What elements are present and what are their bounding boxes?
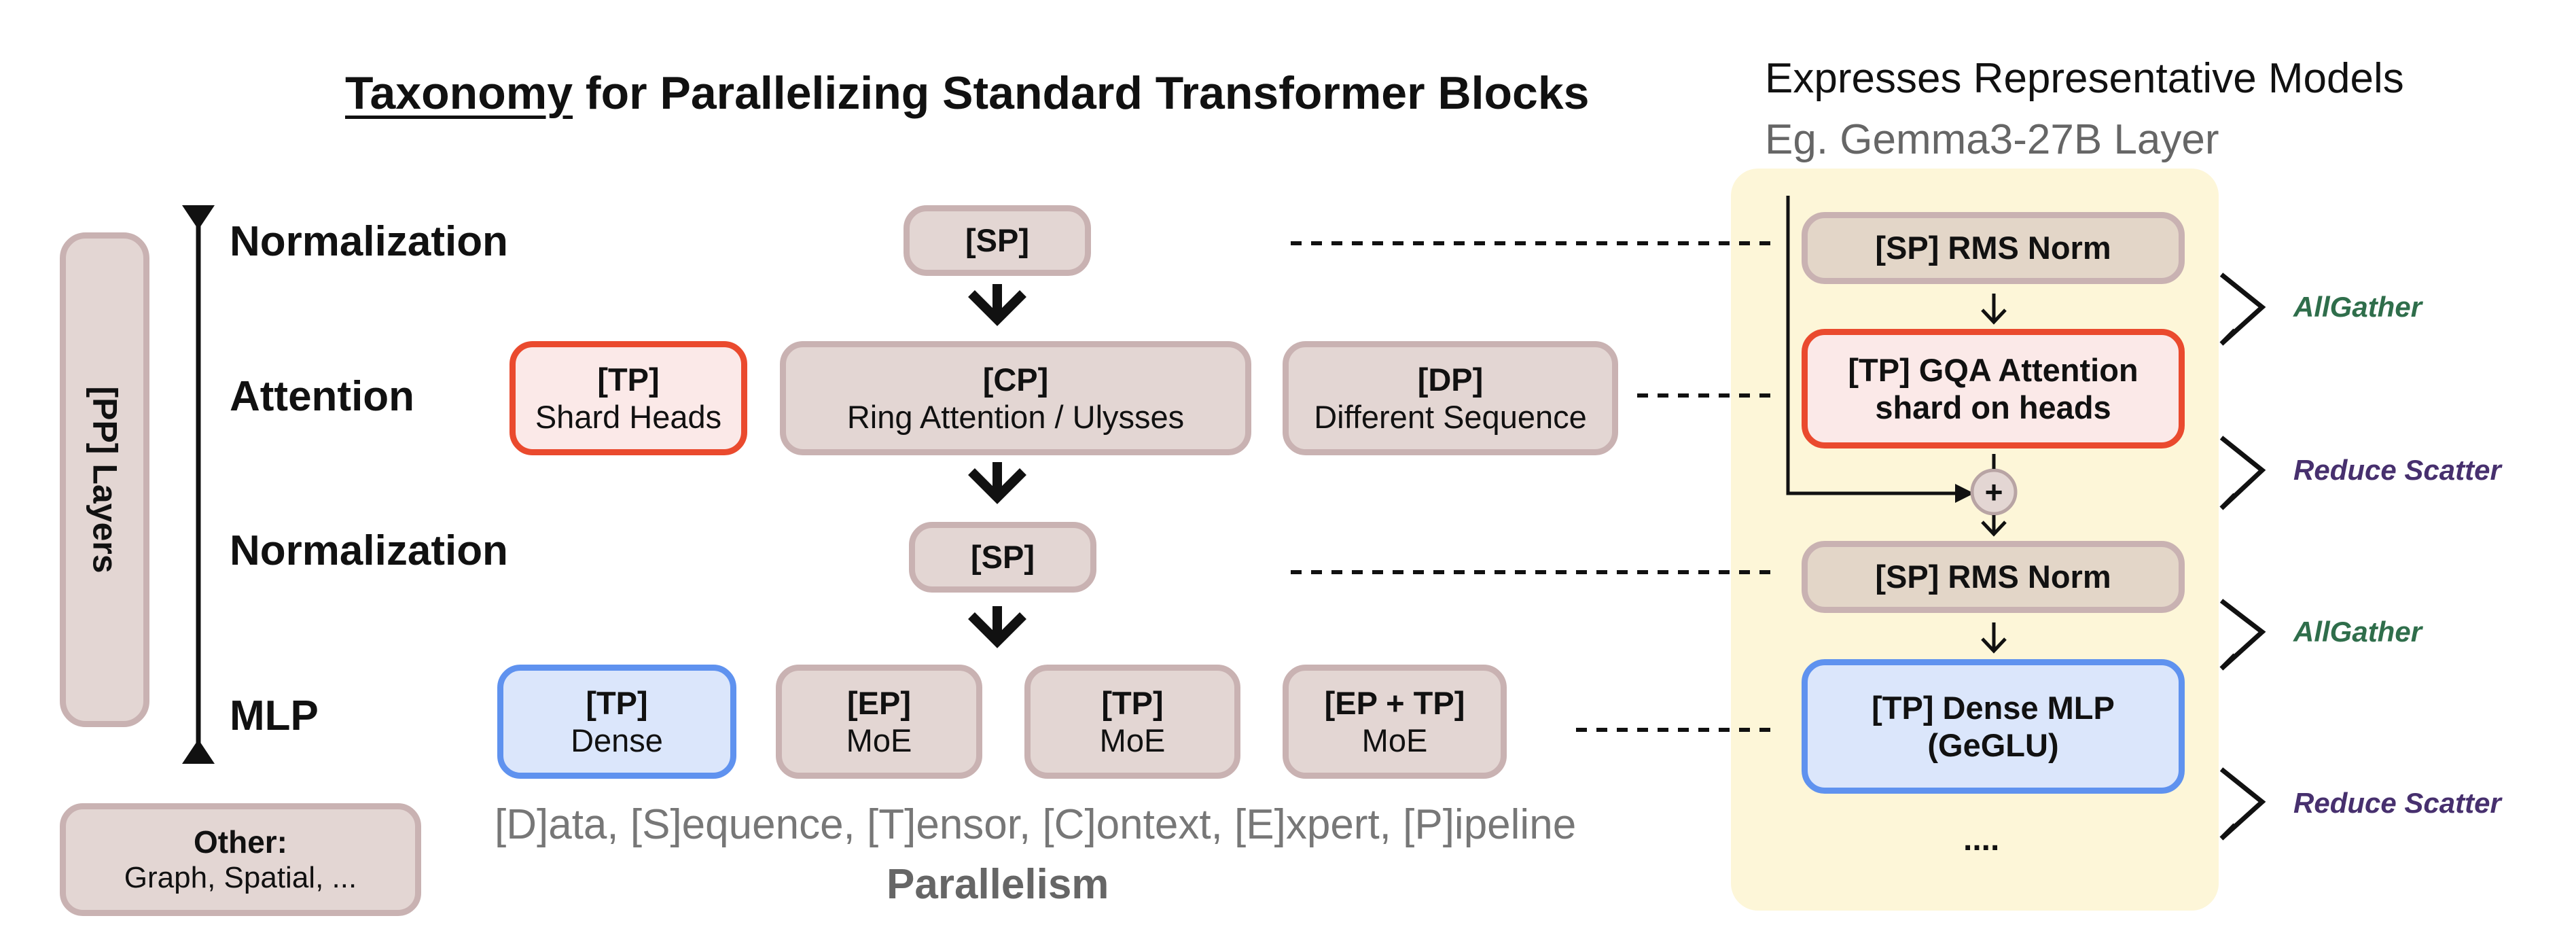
tp-dense-box: [TP] Dense [497,665,736,779]
model-rms-norm-1-label: [SP] RMS Norm [1875,230,2111,266]
collective-reduce-scatter-2: Reduce Scatter [2293,787,2501,819]
ep-moe-l1: [EP] [847,684,911,721]
model-rms-norm-2-label: [SP] RMS Norm [1875,559,2111,595]
collective-arrow-1-tip [2219,328,2237,346]
model-arrow-2-head [1981,521,2007,537]
row-label-attention: Attention [230,373,415,420]
pp-layers-box: [PP] Layers [60,232,149,727]
tp-shard-heads-l2: Shard Heads [535,399,722,435]
residual-line [1786,196,1970,495]
sp-box-1-label: [SP] [965,222,1029,259]
tp-moe-box: [TP] MoE [1024,665,1240,779]
ep-moe-box: [EP] MoE [776,665,982,779]
ep-tp-moe-l1: [EP + TP] [1324,684,1465,721]
right-subtitle: Eg. Gemma3-27B Layer [1765,116,2219,163]
model-mlp-l2: (GeGLU) [1927,727,2059,763]
tp-moe-l1: [TP] [1101,684,1164,721]
collective-allgather-1: AllGather [2293,291,2422,323]
dp-box-l2: Different Sequence [1314,399,1587,435]
pp-range-top-cap [182,205,215,230]
tp-shard-heads-box: [TP] Shard Heads [509,341,747,455]
tp-moe-l2: MoE [1099,722,1166,758]
cp-box-l2: Ring Attention / Ulysses [846,399,1185,435]
diagram-title: Taxonomy for Parallelizing Standard Tran… [345,67,1589,120]
ep-moe-l2: MoE [846,722,912,758]
model-mlp-l1: [TP] Dense MLP [1872,689,2115,726]
collective-arrow-1 [2219,272,2266,346]
down-chevron-3 [968,612,1026,648]
cp-ring-attention-box: [CP] Ring Attention / Ulysses [780,341,1251,455]
other-l2: Graph, Spatial, ... [124,861,357,895]
model-arrow-3-head [1981,637,2007,654]
collective-arrow-3-tip [2219,653,2237,671]
collective-reduce-scatter-1: Reduce Scatter [2293,454,2501,486]
tp-shard-heads-l1: [TP] [597,361,660,398]
collective-arrow-4 [2219,767,2266,841]
plus-node [1970,468,2018,516]
sp-box-2-label: [SP] [971,539,1035,576]
title-rest: for Parallelizing Standard Transformer B… [573,67,1590,119]
tp-dense-l1: [TP] [586,684,648,721]
right-title: Expresses Representative Models [1765,55,2404,102]
down-chevron-2 [968,468,1026,504]
ep-tp-moe-box: [EP + TP] MoE [1283,665,1507,779]
other-box: Other: Graph, Spatial, ... [60,803,421,916]
collective-allgather-2: AllGather [2293,616,2422,648]
down-chevron-1 [968,290,1026,326]
model-arrow-1-head [1981,309,2007,325]
other-l1: Other: [194,824,287,860]
collective-arrow-4-tip [2219,823,2237,841]
sp-box-2: [SP] [909,522,1096,593]
model-gqa-attention: [TP] GQA Attention shard on heads [1802,329,2185,448]
model-rms-norm-2: [SP] RMS Norm [1802,541,2185,613]
ep-tp-moe-l2: MoE [1361,722,1428,758]
legend-parallelism: Parallelism [887,861,1109,908]
model-dense-mlp: [TP] Dense MLP (GeGLU) [1802,659,2185,794]
legend-abbreviations: [D]ata, [S]equence, [T]ensor, [C]ontext,… [495,801,1577,848]
row-label-normalization-2: Normalization [230,527,508,574]
dp-box-l1: [DP] [1417,361,1484,398]
dp-different-sequence-box: [DP] Different Sequence [1283,341,1618,455]
sp-box-1: [SP] [904,205,1091,276]
pp-range-bottom-cap [182,739,215,764]
model-rms-norm-1: [SP] RMS Norm [1802,212,2185,284]
tp-dense-l2: Dense [571,722,663,758]
plus-node-label: + [1985,474,2003,510]
residual-arrowhead [1955,484,1974,503]
row-label-normalization-1: Normalization [230,218,508,265]
model-ellipsis: .... [1963,822,2000,858]
row-label-mlp: MLP [230,692,319,739]
collective-arrow-3 [2219,599,2266,671]
model-gqa-l2: shard on heads [1875,389,2111,425]
title-underlined-word: Taxonomy [345,67,573,119]
model-gqa-l1: [TP] GQA Attention [1848,351,2139,388]
cp-box-l1: [CP] [982,361,1049,398]
collective-arrow-2-tip [2219,493,2237,510]
collective-arrow-2 [2219,436,2266,510]
